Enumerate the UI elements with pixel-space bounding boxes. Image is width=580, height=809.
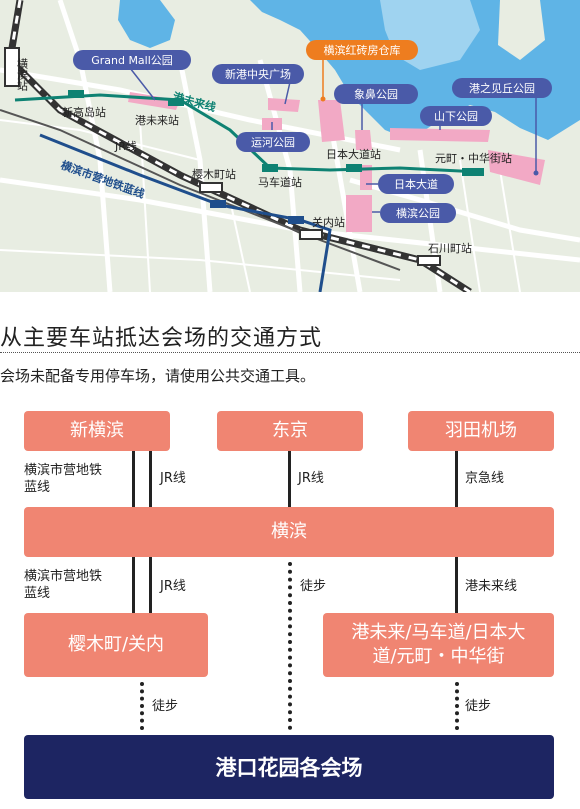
origin-shin-yokohama: 新横滨 xyxy=(24,411,170,451)
callout-zounohana xyxy=(334,84,418,104)
route-label-haneda-keikyu: 京急线 xyxy=(465,471,505,486)
label-shinko-plaza: 新港中央广场 xyxy=(225,67,291,81)
label-nihonodori-station: 日本大道站 xyxy=(326,147,381,161)
label-kannai-station: 关内站 xyxy=(312,215,345,229)
connector-hub-minatomirai xyxy=(455,557,458,613)
label-minatomirai-station: 港未来站 xyxy=(135,113,179,127)
hub-yokohama: 横滨 xyxy=(24,507,554,557)
connector-haneda-keikyu xyxy=(455,451,458,507)
label-nihon-odori: 日本大道 xyxy=(394,177,438,191)
label-zounohana: 象鼻公园 xyxy=(354,87,398,101)
label-grand-mall: Grand Mall公园 xyxy=(91,54,173,67)
mid-minatomirai-stations: 港未来/马车道/日本大道/元町・中华街 xyxy=(323,613,554,677)
station-markers xyxy=(4,47,484,266)
route-label-hub-walk: 徒步 xyxy=(300,579,327,594)
label-red-brick: 横滨红砖房仓库 xyxy=(324,43,401,57)
callout-canal-park xyxy=(236,132,310,152)
callout-yokohama-park xyxy=(380,203,456,223)
route-label-hub-jr: JR线 xyxy=(160,579,186,594)
callout-yamashita xyxy=(420,106,492,126)
connector-walk-1 xyxy=(140,682,144,730)
connector-shinyoko-jr xyxy=(149,451,152,507)
label-yokohama-station: 横滨站 xyxy=(16,57,29,92)
origin-haneda: 羽田机场 xyxy=(408,411,554,451)
mid-sakuragicho-kannai: 樱木町/关内 xyxy=(24,613,208,677)
origin-tokyo: 东京 xyxy=(217,411,363,451)
connector-hub-walk xyxy=(288,562,292,730)
subway-blue-line-track xyxy=(39,133,332,292)
label-yamashita: 山下公园 xyxy=(434,110,478,123)
label-bashamichi-station: 马车道站 xyxy=(258,175,302,189)
route-label-walk-1: 徒步 xyxy=(152,699,179,714)
connector-hub-jr xyxy=(149,557,152,613)
label-motomachi-station: 元町・中华街站 xyxy=(435,151,512,165)
connector-hub-subway xyxy=(132,557,135,613)
parking-note: 会场未配备专用停车场，请使用公共交通工具。 xyxy=(0,367,316,385)
label-jr-line: JR线 xyxy=(114,139,137,153)
route-label-shinyoko-jr: JR线 xyxy=(160,471,186,486)
callout-nihon-odori xyxy=(378,174,454,194)
label-minatonomieru: 港之见丘公园 xyxy=(469,81,535,95)
route-label-shinyoko-subway: 横滨市营地铁 蓝线 xyxy=(24,463,103,495)
connector-walk-2 xyxy=(455,682,459,730)
route-label-tokyo-jr: JR线 xyxy=(298,471,324,486)
route-label-hub-subway: 横滨市营地铁 蓝线 xyxy=(24,569,103,601)
map-pier xyxy=(498,0,545,60)
map-minor-roads xyxy=(0,119,521,292)
label-sakuragicho-station: 樱木町站 xyxy=(192,167,236,181)
label-ishikawacho-station: 石川町站 xyxy=(428,241,472,255)
label-yokohama-park: 横滨公园 xyxy=(396,206,440,220)
label-canal-park: 运河公园 xyxy=(251,136,295,149)
route-label-walk-2: 徒步 xyxy=(465,699,492,714)
label-shintakashima-station: 新高岛站 xyxy=(62,105,106,119)
connector-shinyoko-subway xyxy=(132,451,135,507)
callout-shinko-plaza xyxy=(212,64,304,84)
callout-red-brick xyxy=(306,40,418,60)
callout-minatonomieru xyxy=(452,78,552,98)
access-section-title: 从主要车站抵达会场的交通方式 xyxy=(0,326,323,351)
destination-venues: 港口花园各会场 xyxy=(24,735,554,799)
rail-line-secondary xyxy=(0,109,401,271)
route-label-hub-minatomirai: 港未来线 xyxy=(465,579,518,594)
title-divider xyxy=(0,352,580,353)
area-map: 横滨站 新高岛站 港未来站 樱木町站 马车道站 日本大道站 元町・中华街站 关内… xyxy=(0,0,580,292)
callout-grand-mall xyxy=(73,50,191,70)
connector-tokyo-jr xyxy=(288,451,291,507)
